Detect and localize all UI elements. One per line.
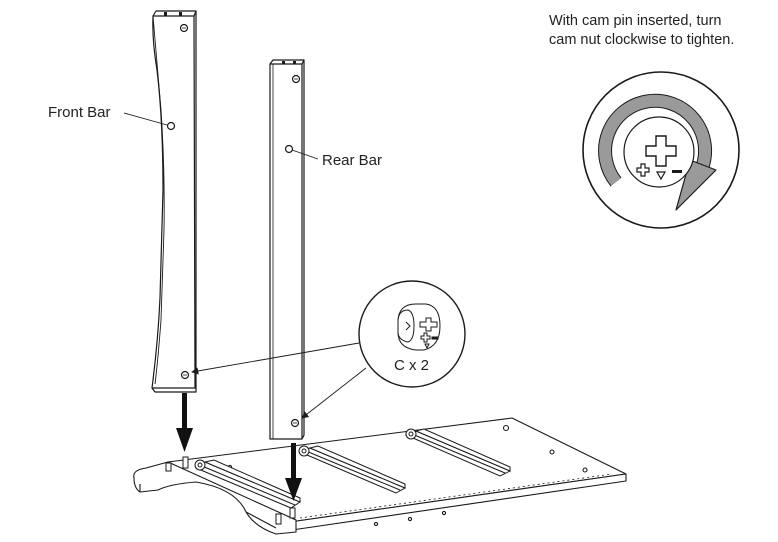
front-bar (151, 10, 197, 393)
slat-middle (298, 445, 407, 494)
rear-bar-label: Rear Bar (322, 152, 383, 169)
front-bar-label: Front Bar (48, 104, 111, 121)
instruction-text: With cam pin inserted, turn cam nut cloc… (549, 12, 734, 50)
down-arrow-icon (176, 393, 193, 452)
down-arrow-icon (285, 443, 302, 501)
quantity-label: C x 2 (394, 357, 430, 374)
slat-front (194, 459, 302, 509)
slat-rear (404, 428, 512, 477)
cam-nut-icon (397, 303, 441, 351)
clockwise-arrow-icon (598, 93, 717, 211)
cam-pins (165, 456, 296, 525)
instruction-line-1: With cam pin inserted, turn (549, 13, 722, 29)
cam-closeup-callout (358, 280, 466, 388)
cam-nut-icon (623, 116, 695, 188)
instruction-line-2: cam nut clockwise to tighten. (549, 32, 735, 48)
leader-lines (123, 112, 367, 419)
rear-bar (269, 59, 305, 440)
tighten-callout (582, 71, 740, 229)
